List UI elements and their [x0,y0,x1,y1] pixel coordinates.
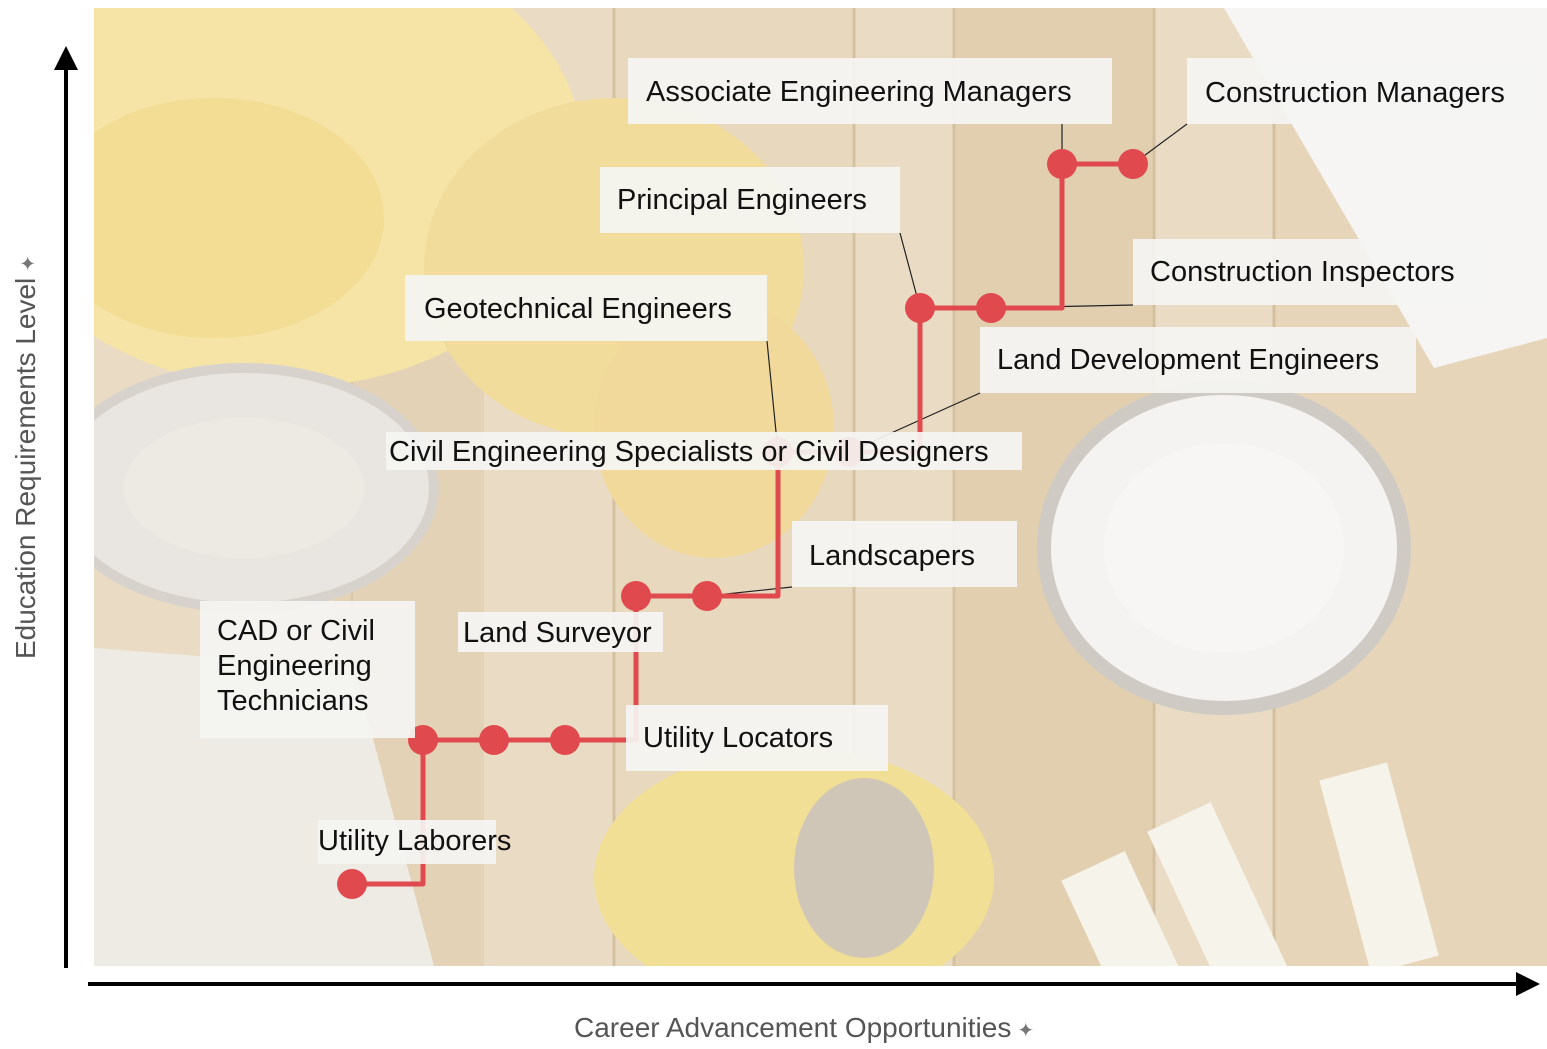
y-axis-title: Education Requirements Level ✦ [10,255,42,659]
career-label-text: Associate Engineering Managers [646,76,1072,108]
career-label-text: Land Surveyor [463,617,652,649]
career-label-text: Utility Laborers [318,825,511,857]
label-background [600,167,900,233]
career-label: Principal Engineers [600,167,900,233]
career-label: Construction Inspectors [1133,239,1489,305]
career-point[interactable] [976,293,1006,323]
label-background [980,327,1416,393]
career-label: Construction Managers [1187,58,1539,124]
label-background [792,521,1017,587]
career-point[interactable] [1118,149,1148,179]
label-background [1187,58,1539,124]
career-point[interactable] [550,725,580,755]
label-background [405,275,767,341]
career-point[interactable] [692,581,722,611]
career-label-text: Landscapers [809,540,975,572]
pin-icon[interactable]: ✦ [18,254,40,272]
career-label: Associate Engineering Managers [628,58,1112,124]
career-label: Utility Locators [626,705,888,771]
label-background [458,612,663,652]
label-background [1133,239,1489,305]
career-point[interactable] [621,581,651,611]
career-point[interactable] [1047,149,1077,179]
career-label-text: Land Development Engineers [997,344,1379,376]
career-point[interactable] [905,293,935,323]
x-axis-title-text: Career Advancement Opportunities [574,1012,1012,1043]
career-label: Utility Laborers [318,820,511,864]
label-background [386,432,1022,470]
career-label: Civil Engineering Specialists or Civil D… [386,432,1022,470]
y-axis-title-text: Education Requirements Level [10,277,41,660]
career-label-text: Civil Engineering Specialists or Civil D… [389,436,989,468]
label-background [626,705,888,771]
career-label-text: Construction Managers [1205,77,1505,109]
career-label-text: Principal Engineers [617,184,867,216]
career-label-text: Construction Inspectors [1150,256,1455,288]
career-label: Land Surveyor [458,612,663,652]
career-point-markers [337,149,1148,899]
career-point[interactable] [479,725,509,755]
career-label: Land Development Engineers [980,327,1416,393]
career-point[interactable] [408,725,438,755]
career-label-text: Utility Locators [643,722,833,754]
career-label: Geotechnical Engineers [405,275,767,341]
career-label-text: Geotechnical Engineers [424,293,732,325]
career-path-line [352,161,1133,887]
career-label: Landscapers [792,521,1017,587]
label-background [628,58,1112,124]
pin-icon[interactable]: ✦ [1017,1020,1035,1042]
label-background [318,820,496,864]
career-point[interactable] [337,869,367,899]
x-axis-title: Career Advancement Opportunities✦ [574,1012,1034,1044]
label-background [200,601,415,738]
